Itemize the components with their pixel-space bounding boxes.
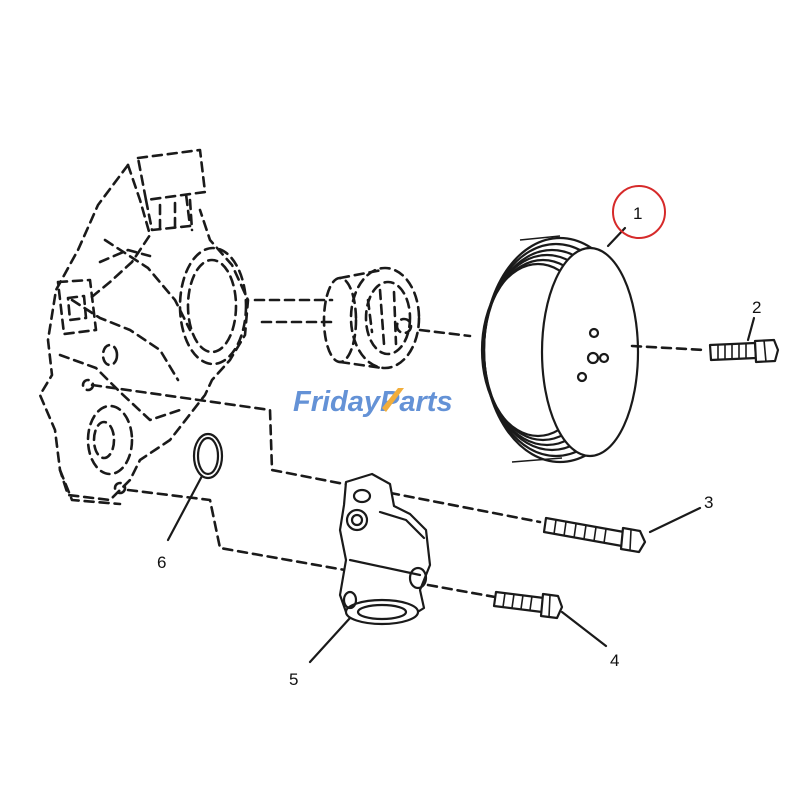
watermark-accent-slash [382, 388, 404, 412]
watermark-part-1: Friday [293, 386, 382, 418]
assembly-line-bolt-2 [630, 344, 707, 352]
callout-6-label: 6 [157, 553, 166, 572]
water-pump-body [253, 266, 421, 370]
outlet-elbow [338, 472, 432, 626]
callout-4-label: 4 [610, 651, 619, 670]
bolt-2 [708, 338, 780, 364]
assembly-line-bolt-3b [126, 488, 347, 572]
bolt-3 [542, 516, 647, 554]
callout-2-label: 2 [752, 298, 761, 317]
svg-text:FridayParts: FridayParts [293, 386, 453, 418]
assembly-line-bolt-4 [426, 583, 497, 599]
callout-1-label: 1 [633, 204, 642, 223]
o-ring [192, 432, 224, 480]
engine-housing [38, 148, 250, 506]
callout-5-label: 5 [289, 670, 298, 689]
bolt-4 [492, 590, 564, 620]
callout-3-label: 3 [704, 493, 713, 512]
pulley [480, 235, 640, 464]
callout-1-highlight-circle [612, 185, 666, 239]
assembly-line-bolt-3 [90, 383, 542, 524]
leader-lines [166, 226, 756, 664]
assembly-line-pulley [418, 328, 472, 338]
watermark-logo: FridayParts [293, 386, 453, 418]
